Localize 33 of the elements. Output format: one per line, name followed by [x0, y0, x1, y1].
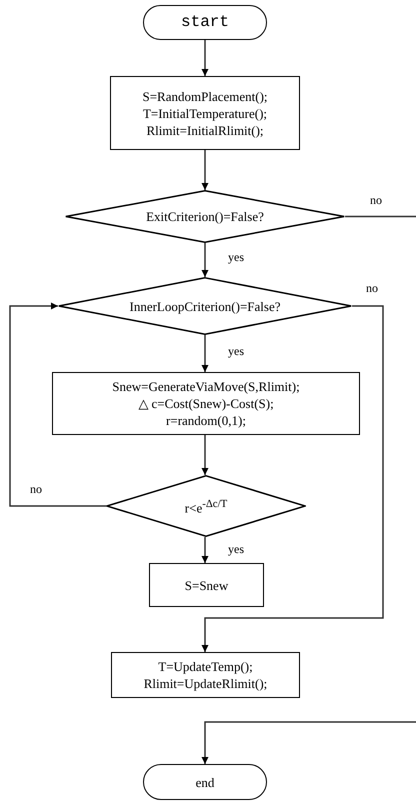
process-box — [52, 372, 360, 435]
arrow — [202, 721, 416, 764]
statement-text: T=InitialTemperature(); — [142, 104, 268, 122]
arrow — [9, 302, 106, 507]
decision-diamond — [106, 475, 306, 537]
process-box — [111, 652, 300, 698]
statement-text: Rlimit=UpdateRlimit(); — [144, 675, 268, 692]
statement-text: Snew=GenerateViaMove(S,Rlimit); — [112, 378, 300, 395]
condition-text: r<e$^{-Δc/T}$ — [184, 496, 228, 516]
decision-diamond — [58, 277, 352, 335]
decision-diamond — [65, 190, 345, 243]
end-terminal — [143, 764, 267, 800]
arrow — [202, 335, 208, 372]
statement-text: △ c=Cost(Snew)-Cost(S); — [138, 395, 274, 412]
statement-text: r=random(0,1); — [166, 412, 246, 429]
process-box — [149, 563, 264, 607]
arrow — [202, 40, 208, 76]
condition-text: InnerLoopCriterion()=False? — [129, 298, 280, 314]
arrow — [202, 150, 208, 190]
statement-text: Rlimit=InitialRlimit(); — [146, 122, 264, 138]
arrow — [202, 435, 208, 475]
arrow — [202, 243, 208, 277]
statement-text: T=UpdateTemp(); — [158, 658, 253, 675]
connector-line — [345, 216, 416, 218]
arrow — [202, 305, 384, 652]
condition-text: ExitCriterion()=False? — [146, 208, 264, 225]
arrow — [202, 537, 208, 563]
terminal-label: end — [196, 774, 214, 790]
start-terminal — [143, 5, 267, 40]
terminal-label: start — [180, 14, 229, 31]
process-box — [110, 76, 300, 150]
statement-text: S=RandomPlacement(); — [142, 88, 268, 104]
statement-text: S=Snew — [184, 576, 228, 594]
